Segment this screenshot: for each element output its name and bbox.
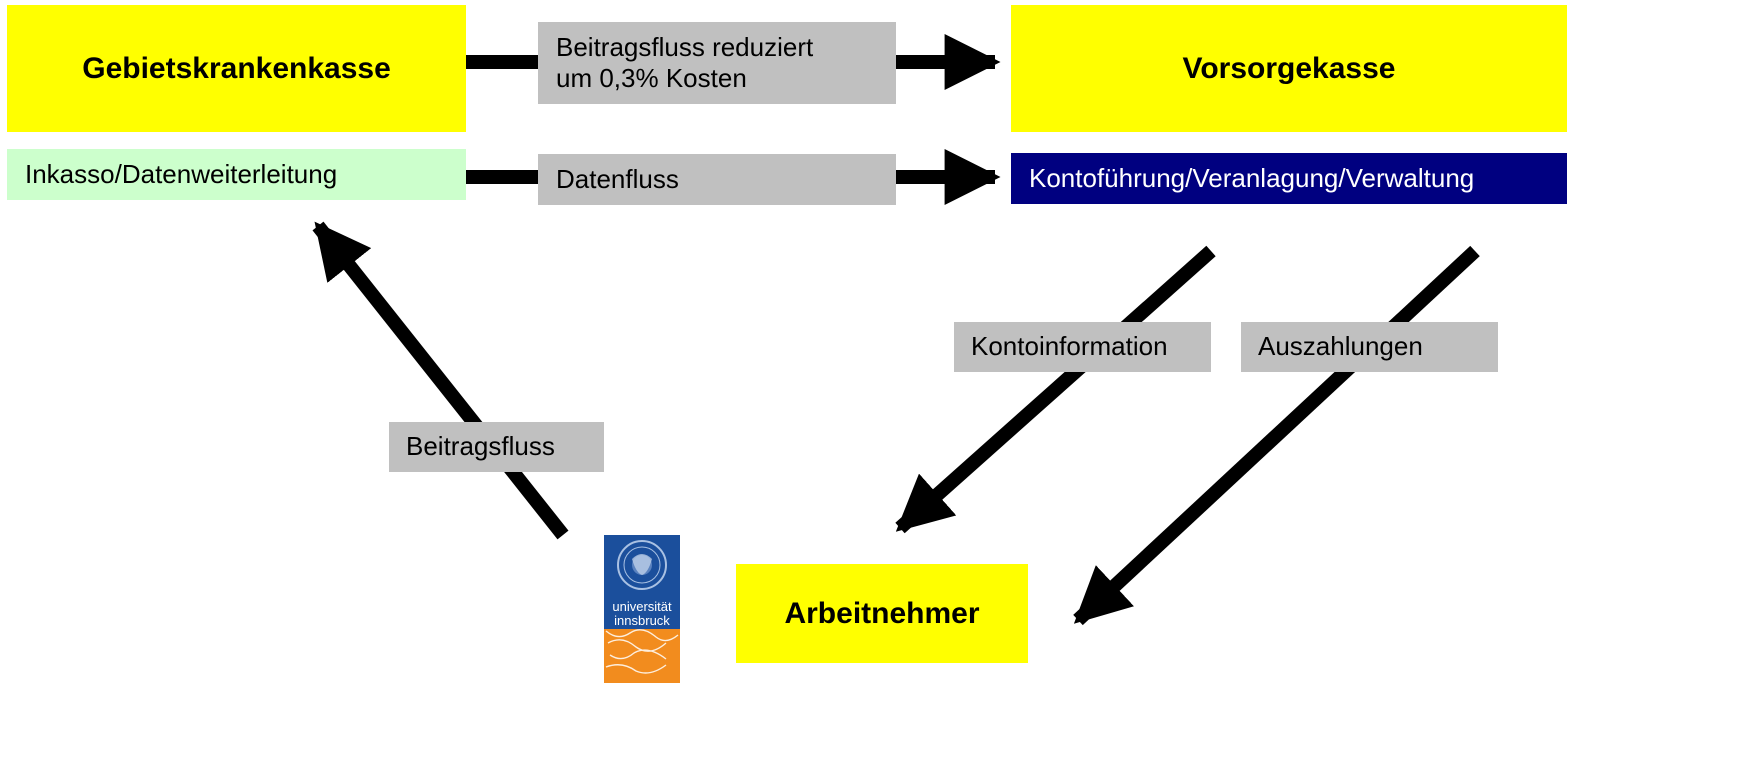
arrow-beitragsfluss-up xyxy=(312,221,569,540)
logo-text-line1: universität xyxy=(612,599,672,614)
gebietskrankenkasse-box: Gebietskrankenkasse xyxy=(7,5,466,132)
beitragsfluss-label: Beitragsfluss xyxy=(406,431,555,462)
university-logo: universität innsbruck xyxy=(604,535,680,683)
inkasso-label: Inkasso/Datenweiterleitung xyxy=(25,159,338,189)
beitragsfluss-label-box: Beitragsfluss xyxy=(389,422,604,472)
inkasso-box: Inkasso/Datenweiterleitung xyxy=(7,149,466,200)
arbeitnehmer-label: Arbeitnehmer xyxy=(784,596,980,630)
vorsorgekasse-box: Vorsorgekasse xyxy=(1011,5,1567,132)
university-logo-graphic: universität innsbruck xyxy=(604,535,680,683)
arbeitnehmer-box: Arbeitnehmer xyxy=(736,564,1028,663)
datenfluss-label: Datenfluss xyxy=(556,163,679,194)
auszahlungen-label: Auszahlungen xyxy=(1258,331,1423,362)
auszahlungen-label-box: Auszahlungen xyxy=(1241,322,1498,372)
gebietskrankenkasse-label: Gebietskrankenkasse xyxy=(82,51,391,85)
arrow-auszahlungen xyxy=(1073,245,1480,626)
kontofuehrung-label: Kontoführung/Veranlagung/Verwaltung xyxy=(1029,163,1475,193)
datenfluss-label-box: Datenfluss xyxy=(538,154,896,205)
logo-text-line2: innsbruck xyxy=(614,613,670,628)
kontofuehrung-box: Kontoführung/Veranlagung/Verwaltung xyxy=(1011,153,1567,204)
vorsorgekasse-label: Vorsorgekasse xyxy=(1182,51,1396,85)
arrow-kontoinformation xyxy=(895,245,1216,534)
kontoinformation-label: Kontoinformation xyxy=(971,331,1168,362)
beitragsfluss-reduziert-label: Beitragsfluss reduziert um 0,3% Kosten xyxy=(556,31,814,93)
beitragsfluss-reduziert-label-box: Beitragsfluss reduziert um 0,3% Kosten xyxy=(538,22,896,104)
kontoinformation-label-box: Kontoinformation xyxy=(954,322,1211,372)
